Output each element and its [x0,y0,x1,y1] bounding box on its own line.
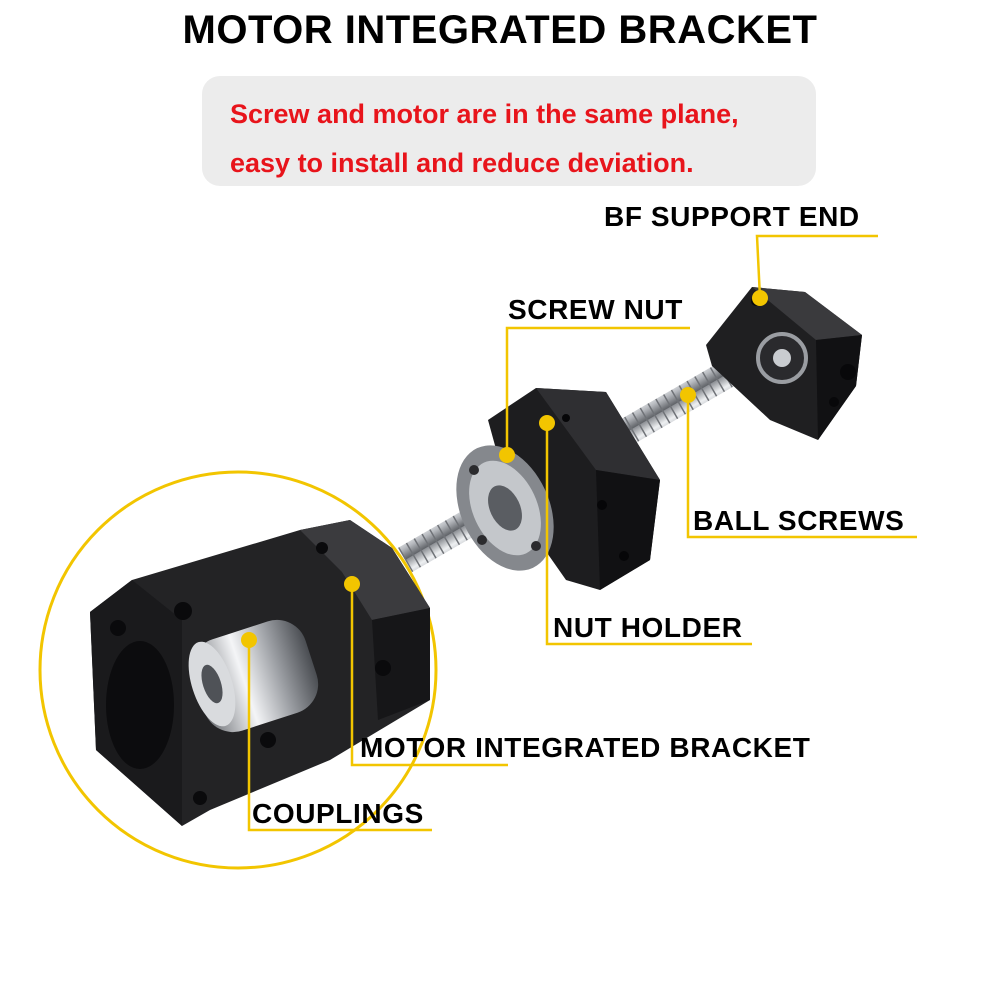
callout-lines [247,234,917,832]
callout-dots [241,290,768,648]
label-couplings: COUPLINGS [252,798,424,829]
label-screw-nut: SCREW NUT [508,294,683,325]
coupling [188,619,319,733]
label-motor-integrated-bracket: MOTOR INTEGRATED BRACKET [360,732,811,763]
page-title: MOTOR INTEGRATED BRACKET [182,8,818,52]
banner-line-2: easy to install and reduce deviation. [230,148,694,178]
label-ball-screws: BALL SCREWS [693,505,905,536]
screw-nut [456,445,554,571]
bf-support-end [706,287,862,440]
callout-screw-nut [505,326,690,455]
callout-couplings [247,640,432,832]
callout-nut-holder [545,423,752,646]
callout-ball-screws [686,395,917,539]
callout-bf-support-end [755,234,878,299]
banner-line-1: Screw and motor are in the same plane, [230,99,739,129]
highlight-circle [38,470,438,870]
label-nut-holder: NUT HOLDER [553,612,743,643]
callout-motor-integrated-bracket [350,584,508,767]
feature-banner: Screw and motor are in the same plane, e… [202,76,816,186]
nut-holder [488,388,660,590]
label-bf-support-end: BF SUPPORT END [604,201,860,232]
